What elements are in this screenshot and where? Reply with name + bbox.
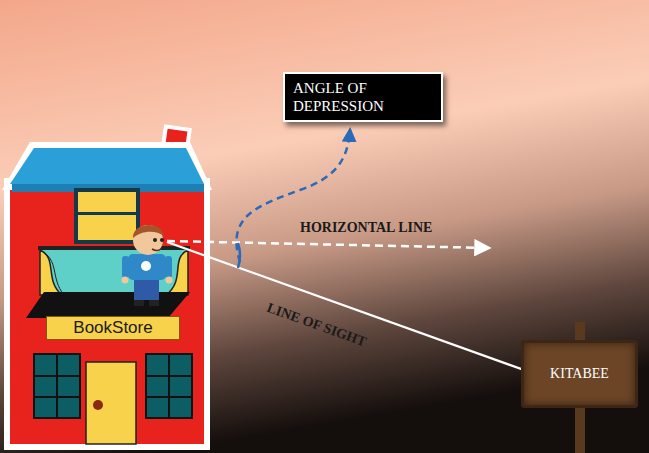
line-of-sight	[167, 242, 538, 375]
boy-figure	[122, 225, 173, 306]
store-sign: BookStore	[46, 316, 180, 340]
line-label: HORIZONTAL LINE	[300, 220, 432, 236]
line-label: LINE OF SIGHT	[265, 300, 369, 350]
node-text: BookStore	[53, 318, 173, 338]
signboard: KITABEE	[521, 340, 638, 408]
pointer-arrow	[236, 130, 350, 262]
node-text: ANGLE OF DEPRESSION	[293, 79, 433, 115]
callout-box: ANGLE OF DEPRESSION	[283, 72, 443, 122]
node-text: KITABEE	[534, 366, 625, 383]
bookstore-house	[2, 127, 212, 450]
horizontal-line	[167, 241, 490, 248]
